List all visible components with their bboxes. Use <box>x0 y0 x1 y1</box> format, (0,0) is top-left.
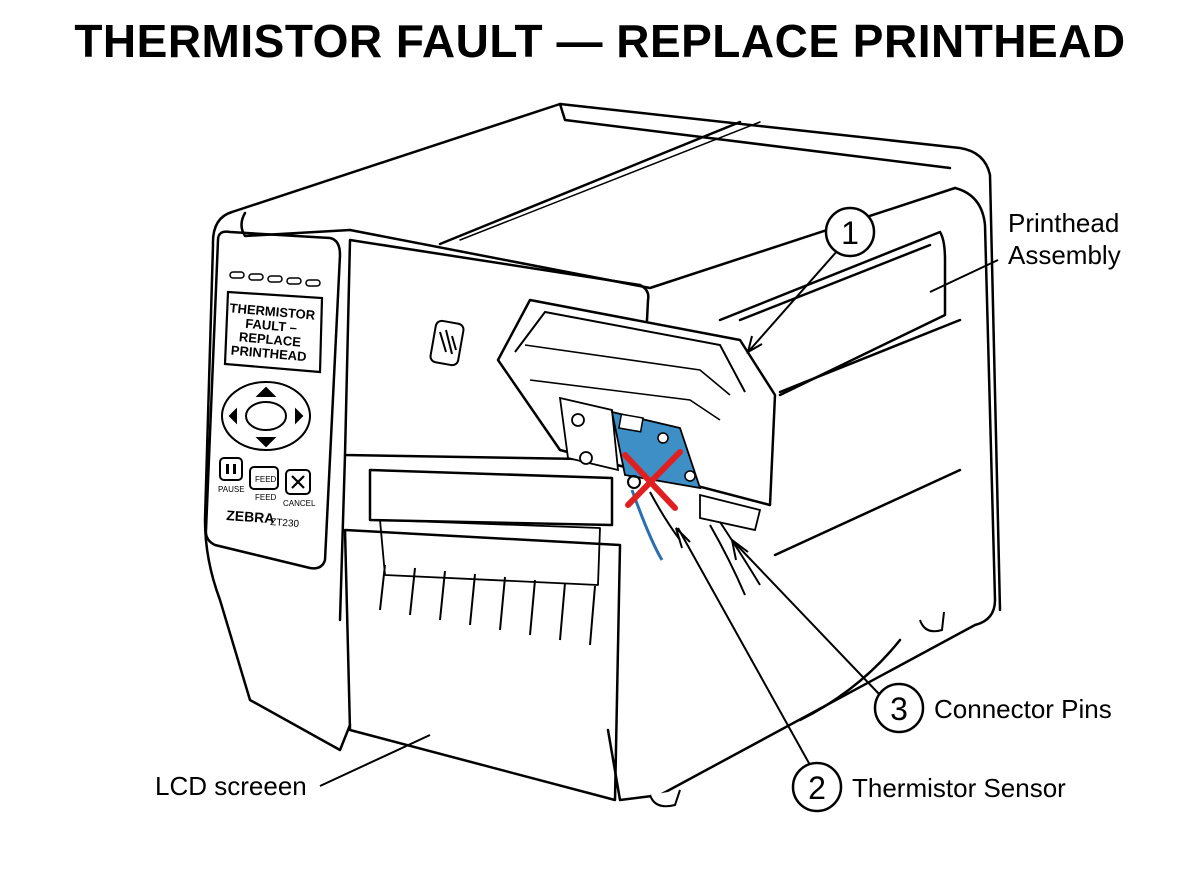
cancel-x-icon <box>291 475 305 489</box>
lcd-screen: THERMISTOR FAULT – REPLACE PRINTHEAD <box>223 290 324 374</box>
callout-3: 3 <box>873 682 925 734</box>
pause-button[interactable] <box>219 457 243 481</box>
brand-name: ZEBRA <box>226 507 275 526</box>
callout-1-number: 1 <box>841 215 859 251</box>
printer-top <box>230 102 1002 612</box>
callout-1-label-line-1: Printhead <box>1008 208 1119 238</box>
page-title: THERMISTOR FAULT — REPLACE PRINTHEAD <box>74 15 1126 67</box>
lcd-line-2: FAULT – <box>245 316 298 335</box>
lcd-line-1: THERMISTOR <box>229 300 316 322</box>
pause-icon <box>226 464 236 474</box>
media-door <box>343 528 622 802</box>
navigation-pad[interactable] <box>221 381 311 451</box>
brand-model: ZT230 <box>270 517 300 530</box>
callout-1: 1 <box>824 206 876 258</box>
callout-1-label-line-2: Assembly <box>1008 240 1121 270</box>
callout-2-number: 2 <box>808 770 826 806</box>
callout-3-label: Connector Pins <box>934 694 1112 724</box>
connector-pins <box>699 493 762 532</box>
callout-3-number: 3 <box>890 691 908 727</box>
feed-label: FEED <box>255 493 277 502</box>
fault-cross-icon <box>622 449 683 511</box>
callout-2-label: Thermistor Sensor <box>852 773 1066 803</box>
cancel-button[interactable] <box>285 469 311 495</box>
feed-key-text: FEED <box>255 475 277 484</box>
lcd-line-4: PRINTHEAD <box>230 343 307 365</box>
lcd-screen-label: LCD screeen <box>155 771 307 801</box>
control-panel-frame <box>204 230 342 570</box>
pause-label: PAUSE <box>218 485 245 494</box>
zebra-logo-icon <box>429 319 465 367</box>
printhead-assembly <box>496 298 777 596</box>
lcd-line-3: REPLACE <box>238 329 302 349</box>
cancel-label: CANCEL <box>283 499 316 508</box>
callout-2: 2 <box>791 761 843 813</box>
feed-button[interactable]: FEED <box>249 466 279 490</box>
